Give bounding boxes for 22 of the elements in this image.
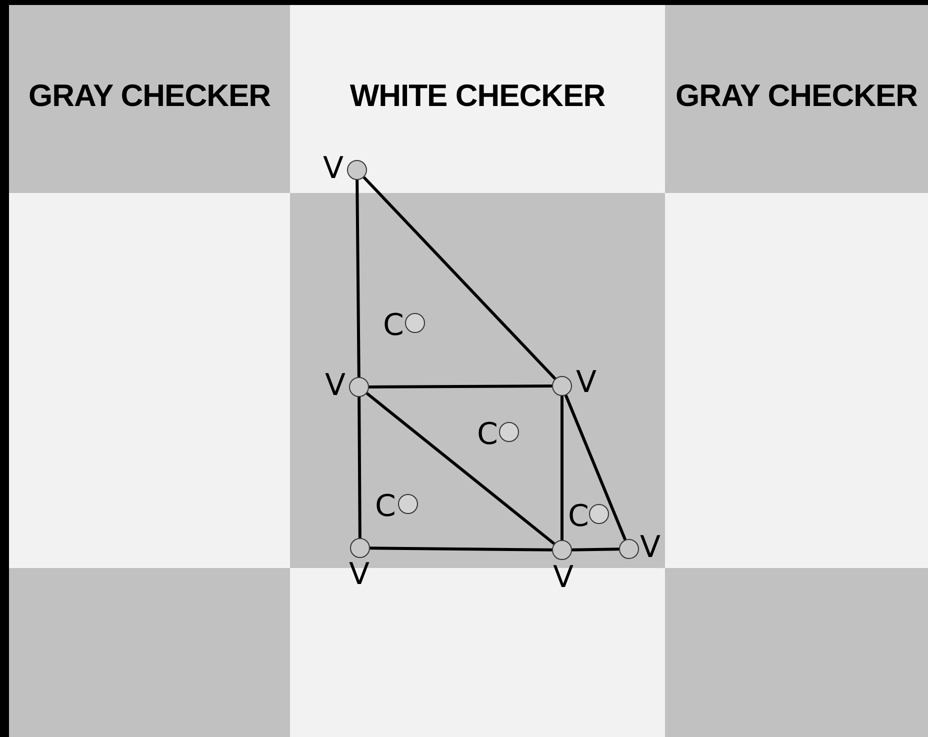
edge-line [560,396,564,540]
point-label: C [383,311,404,341]
checker-heading: GRAY CHECKER [674,78,919,114]
point-label: V [325,371,346,401]
edge-line [366,392,556,545]
point-label: V [349,560,370,590]
edge-line [564,394,627,540]
point-label: V [553,563,574,593]
point-label: C [375,492,396,522]
edge-line [370,546,552,552]
point-label: C [477,420,498,450]
checker-heading: GRAY CHECKER [27,78,272,114]
checker-heading: WHITE CHECKER [348,78,606,114]
edge-line [572,548,620,552]
edge-line [358,396,362,538]
point-label: C [568,502,589,532]
point-label: V [576,368,597,398]
edge-line [356,180,360,378]
edge-line [362,176,556,380]
point-label: V [323,154,344,184]
edge-line [369,384,552,388]
point-label: V [640,533,661,563]
